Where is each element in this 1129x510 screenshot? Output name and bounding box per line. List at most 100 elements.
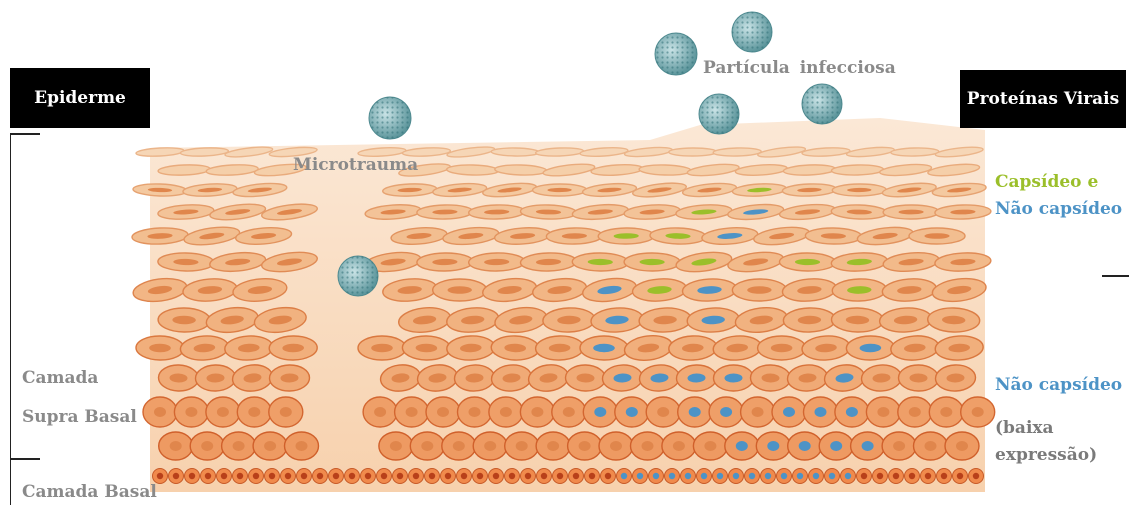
basal-cell: [681, 469, 696, 484]
basal-cell: [329, 469, 344, 484]
keratinocyte-cell: [473, 432, 507, 460]
basal-cell: [361, 469, 376, 484]
keratinocyte-cell: [269, 365, 310, 392]
keratinocyte-cell: [269, 336, 317, 361]
keratinocyte-cell: [883, 205, 939, 219]
and-text: e: [1087, 172, 1098, 192]
keratinocyte-cell: [491, 148, 539, 157]
keratinocyte-cell: [159, 432, 193, 460]
basal-cell: [281, 469, 296, 484]
basal-cell: [457, 469, 472, 484]
keratinocyte-cell: [898, 365, 938, 392]
keratinocyte-cell: [158, 253, 214, 272]
virus-particle-icon: [369, 97, 411, 139]
basal-cell: [249, 469, 264, 484]
basal-cell: [345, 469, 360, 484]
keratinocyte-cell: [961, 397, 995, 427]
keratinocyte-cell: [624, 253, 680, 271]
virus-particle-icon: [732, 12, 772, 52]
keratinocyte-cell: [535, 335, 584, 360]
keratinocyte-cell: [713, 365, 753, 391]
keratinocyte-cell: [469, 253, 525, 272]
basal-cell: [697, 469, 712, 484]
keratinocyte-cell: [572, 253, 628, 272]
bracket-vertical-left: [10, 133, 11, 505]
keratinocyte-cell: [678, 397, 712, 427]
keratinocyte-cell: [772, 397, 806, 427]
low-expression-label-2: expressão): [995, 445, 1097, 465]
keratinocyte-cell: [174, 397, 208, 427]
basal-cell: [441, 469, 456, 484]
basal-cell: [761, 469, 776, 484]
basal-cell: [633, 469, 648, 484]
basal-cell: [873, 469, 888, 484]
basal-cell: [713, 469, 728, 484]
keratinocyte-cell: [846, 336, 894, 361]
proteinas-virais-header: Proteínas Virais: [960, 70, 1126, 128]
keratinocyte-cell: [676, 365, 717, 392]
keratinocyte-cell: [533, 184, 587, 196]
bracket-mid-left: [10, 458, 40, 460]
keratinocyte-cell: [379, 432, 413, 460]
keratinocyte-cell: [583, 397, 617, 427]
basal-cell: [905, 469, 920, 484]
keratinocyte-cell: [410, 432, 444, 460]
basal-cell: [841, 469, 856, 484]
keratinocyte-cell: [750, 365, 790, 392]
supra-basal-label: Supra Basal: [22, 407, 137, 427]
virus-particle-icon: [802, 84, 842, 124]
capsid-label: Capsídeo e: [995, 172, 1098, 192]
keratinocyte-cell: [929, 397, 963, 427]
basal-cell: [377, 469, 392, 484]
basal-cell: [777, 469, 792, 484]
keratinocyte-cell: [835, 397, 869, 427]
basal-cell: [425, 469, 440, 484]
keratinocyte-cell: [358, 336, 406, 360]
basal-cell: [809, 469, 824, 484]
keratinocyte-cell: [831, 308, 883, 333]
basal-cell: [313, 469, 328, 484]
bracket-right: [1102, 275, 1129, 277]
keratinocyte-cell: [433, 279, 487, 301]
basal-cell: [585, 469, 600, 484]
basal-cell: [505, 469, 520, 484]
keratinocyte-cell: [866, 397, 900, 427]
virus-particle-icon: [655, 33, 697, 75]
basal-cell: [569, 469, 584, 484]
keratinocyte-cell: [417, 253, 473, 272]
keratinocyte-cell: [546, 227, 602, 244]
bracket-top-left: [10, 133, 40, 135]
non-capsid-label-bottom: Não capsídeo: [995, 375, 1122, 395]
keratinocyte-cell: [190, 432, 224, 460]
keratinocyte-cell: [426, 397, 460, 427]
keratinocyte-cell: [693, 432, 727, 460]
keratinocyte-cell: [417, 204, 473, 219]
low-expression-label-1: (baixa: [995, 418, 1054, 438]
keratinocyte-cell: [783, 307, 836, 332]
epiderme-header: Epiderme: [10, 68, 150, 128]
basal-cell: [409, 469, 424, 484]
keratinocyte-cell: [363, 397, 397, 427]
keratinocyte-cell: [489, 397, 523, 427]
keratinocyte-cell: [891, 147, 939, 156]
basal-cell: [553, 469, 568, 484]
keratinocyte-cell: [804, 397, 838, 427]
basal-cell: [793, 469, 808, 484]
keratinocyte-cell: [158, 308, 210, 333]
keratinocyte-cell: [568, 432, 602, 460]
keratinocyte-cell: [136, 336, 184, 361]
basal-cell: [265, 469, 280, 484]
keratinocyte-cell: [598, 228, 654, 245]
keratinocyte-cell: [819, 432, 853, 460]
basal-cell: [953, 469, 968, 484]
basal-cell: [649, 469, 664, 484]
keratinocyte-cell: [631, 432, 665, 460]
microtrauma-label: Microtrauma: [293, 155, 418, 175]
basal-cell: [489, 469, 504, 484]
basal-cell: [233, 469, 248, 484]
keratinocyte-cell: [395, 397, 429, 427]
basal-cell: [297, 469, 312, 484]
keratinocyte-cell: [158, 364, 199, 391]
keratinocyte-cell: [143, 397, 177, 427]
